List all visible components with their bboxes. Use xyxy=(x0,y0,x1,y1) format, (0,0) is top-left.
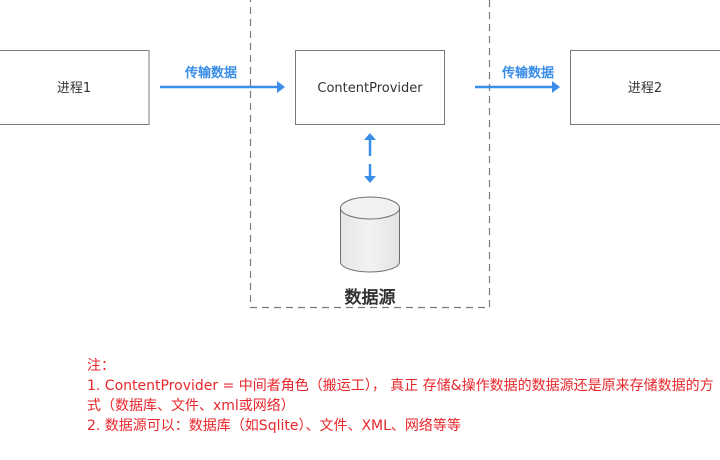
arrow1-label: 传输数据 xyxy=(184,65,237,81)
provider-boundary-dashed-box xyxy=(249,0,491,309)
notes-title: 注： xyxy=(87,358,115,374)
process2-box: 进程2 xyxy=(570,50,720,125)
database-cylinder-icon xyxy=(340,196,400,273)
bidirectional-arrow-provider-datasource xyxy=(364,133,376,183)
notes-line-2: 2. 数据源可以：数据库（如Sqlite）、文件、XML、网络等等 xyxy=(87,418,461,434)
notes-line-1: 1. ContentProvider = 中间者角色（搬运工）， 真正 存储&操… xyxy=(87,378,714,414)
arrow-process1-to-provider xyxy=(160,81,285,93)
arrow-provider-to-process2 xyxy=(475,81,560,93)
process1-box: 进程1 xyxy=(0,50,150,125)
datasource-label: 数据源 xyxy=(345,287,396,308)
process1-label: 进程1 xyxy=(57,81,91,96)
content-provider-label: ContentProvider xyxy=(317,81,423,96)
arrow2-label: 传输数据 xyxy=(501,65,554,81)
notes-block: 注： 1. ContentProvider = 中间者角色（搬运工）， 真正 存… xyxy=(87,356,717,436)
content-provider-box: ContentProvider xyxy=(295,50,445,125)
process2-label: 进程2 xyxy=(628,81,662,96)
